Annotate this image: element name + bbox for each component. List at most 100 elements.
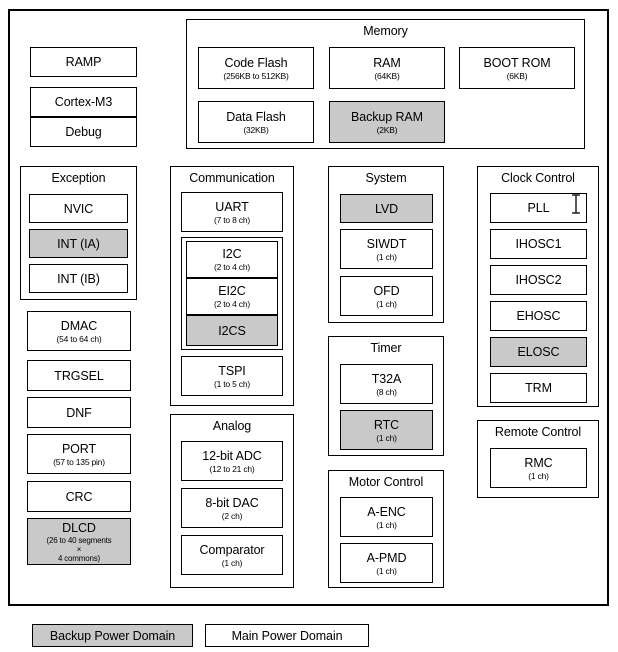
block-dlcd[interactable]: DLCD (26 to 40 segments × 4 commons) (27, 518, 131, 565)
legend-backup-power-domain: Backup Power Domain (32, 624, 193, 647)
block-backup-ram[interactable]: Backup RAM (2KB) (329, 101, 445, 143)
block-dlcd-sub-line1: (26 to 40 segments (46, 535, 112, 545)
block-int-ib-label: INT (IB) (57, 271, 100, 286)
block-rtc-label: RTC (373, 417, 400, 432)
block-debug[interactable]: Debug (30, 117, 137, 147)
block-ei2c-label: EI2C (218, 284, 246, 298)
block-boot-rom[interactable]: BOOT ROM (6KB) (459, 47, 575, 89)
block-nvic[interactable]: NVIC (29, 194, 128, 223)
block-ehosc[interactable]: EHOSC (490, 301, 587, 331)
block-ramp[interactable]: RAMP (30, 47, 137, 77)
block-int-ia-label: INT (IA) (57, 236, 100, 251)
block-comparator[interactable]: Comparator (1 ch) (181, 535, 283, 575)
block-dlcd-sub-line3: 4 commons) (57, 553, 100, 563)
block-a-pmd-sub: (1 ch) (376, 565, 397, 576)
block-tspi[interactable]: TSPI (1 to 5 ch) (181, 356, 283, 396)
block-trgsel-label: TRGSEL (54, 368, 104, 383)
block-backup-ram-label: Backup RAM (351, 109, 423, 124)
block-ei2c[interactable]: EI2C (2 to 4 ch) (186, 278, 278, 315)
block-code-flash[interactable]: Code Flash (256KB to 512KB) (198, 47, 314, 89)
block-crc[interactable]: CRC (27, 481, 131, 512)
block-i2cs-label: I2CS (218, 323, 246, 338)
block-code-flash-label: Code Flash (224, 55, 288, 70)
block-ihosc2-label: IHOSC2 (515, 273, 562, 287)
block-dnf[interactable]: DNF (27, 397, 131, 428)
block-rtc-sub: (1 ch) (376, 432, 397, 443)
block-trgsel[interactable]: TRGSEL (27, 360, 131, 391)
block-t32a-label: T32A (371, 371, 402, 386)
block-ram-label: RAM (373, 55, 401, 70)
block-cortex-m3[interactable]: Cortex-M3 (30, 87, 137, 117)
block-siwdt-sub: (1 ch) (376, 251, 397, 262)
block-i2c-sub: (2 to 4 ch) (213, 262, 251, 272)
block-lvd[interactable]: LVD (340, 194, 433, 223)
block-i2c[interactable]: I2C (2 to 4 ch) (186, 241, 278, 278)
block-rtc[interactable]: RTC (1 ch) (340, 410, 433, 450)
group-analog-title: Analog (212, 419, 252, 433)
block-8bit-dac-label: 8-bit DAC (205, 495, 259, 510)
block-dnf-label: DNF (66, 405, 92, 420)
block-ram[interactable]: RAM (64KB) (329, 47, 445, 89)
block-ihosc1-label: IHOSC1 (515, 237, 562, 251)
block-dmac[interactable]: DMAC (54 to 64 ch) (27, 311, 131, 351)
group-communication-title: Communication (189, 171, 275, 185)
block-ofd-sub: (1 ch) (376, 298, 397, 309)
block-ramp-label: RAMP (65, 55, 102, 69)
group-exception-title: Exception (51, 171, 106, 185)
legend-backup-power-domain-label: Backup Power Domain (49, 628, 176, 643)
block-port-sub: (57 to 135 pin) (53, 456, 105, 467)
block-12bit-adc[interactable]: 12-bit ADC (12 to 21 ch) (181, 441, 283, 481)
legend-main-power-domain: Main Power Domain (205, 624, 369, 647)
block-uart-label: UART (215, 199, 249, 214)
block-data-flash-label: Data Flash (226, 109, 286, 124)
block-rmc-sub: (1 ch) (528, 470, 549, 481)
block-debug-label: Debug (65, 125, 102, 139)
block-int-ia[interactable]: INT (IA) (29, 229, 128, 258)
block-t32a[interactable]: T32A (8 ch) (340, 364, 433, 404)
block-pll-label: PLL (527, 201, 550, 215)
legend-main-power-domain-label: Main Power Domain (231, 628, 343, 643)
block-dmac-sub: (54 to 64 ch) (56, 333, 102, 344)
group-clock-control-title: Clock Control (501, 171, 575, 185)
block-ofd[interactable]: OFD (1 ch) (340, 276, 433, 316)
group-memory-title: Memory (363, 24, 408, 38)
block-cortex-m3-label: Cortex-M3 (54, 95, 113, 109)
block-a-enc-sub: (1 ch) (376, 519, 397, 530)
block-t32a-sub: (8 ch) (376, 386, 397, 397)
group-motor-control-title: Motor Control (348, 475, 424, 489)
block-12bit-adc-label: 12-bit ADC (202, 448, 262, 463)
block-a-enc[interactable]: A-ENC (1 ch) (340, 497, 433, 537)
block-ei2c-sub: (2 to 4 ch) (213, 299, 251, 309)
block-8bit-dac[interactable]: 8-bit DAC (2 ch) (181, 488, 283, 528)
block-elosc[interactable]: ELOSC (490, 337, 587, 367)
block-a-pmd[interactable]: A-PMD (1 ch) (340, 543, 433, 583)
block-port-label: PORT (61, 441, 97, 456)
block-siwdt-label: SIWDT (366, 236, 407, 251)
block-uart[interactable]: UART (7 to 8 ch) (181, 192, 283, 232)
block-nvic-label: NVIC (63, 201, 94, 216)
block-int-ib[interactable]: INT (IB) (29, 264, 128, 293)
block-code-flash-sub: (256KB to 512KB) (223, 70, 289, 81)
block-siwdt[interactable]: SIWDT (1 ch) (340, 229, 433, 269)
block-comparator-label: Comparator (199, 542, 265, 557)
block-elosc-label: ELOSC (517, 345, 560, 359)
block-dlcd-sub-line2: × (76, 544, 82, 554)
block-ram-sub: (64KB) (374, 70, 400, 81)
block-trm-label: TRM (525, 381, 552, 395)
block-data-flash[interactable]: Data Flash (32KB) (198, 101, 314, 143)
block-ihosc1[interactable]: IHOSC1 (490, 229, 587, 259)
block-rmc[interactable]: RMC (1 ch) (490, 448, 587, 488)
block-trm[interactable]: TRM (490, 373, 587, 403)
block-ofd-label: OFD (373, 283, 400, 298)
block-crc-label: CRC (65, 489, 93, 504)
block-i2cs[interactable]: I2CS (186, 315, 278, 346)
block-ihosc2[interactable]: IHOSC2 (490, 265, 587, 295)
block-data-flash-sub: (32KB) (243, 124, 269, 135)
block-lvd-label: LVD (374, 201, 399, 216)
block-pll[interactable]: PLL (490, 193, 587, 223)
block-dlcd-label: DLCD (62, 520, 96, 535)
group-system-title: System (365, 171, 407, 185)
block-12bit-adc-sub: (12 to 21 ch) (209, 463, 255, 474)
block-port[interactable]: PORT (57 to 135 pin) (27, 434, 131, 474)
